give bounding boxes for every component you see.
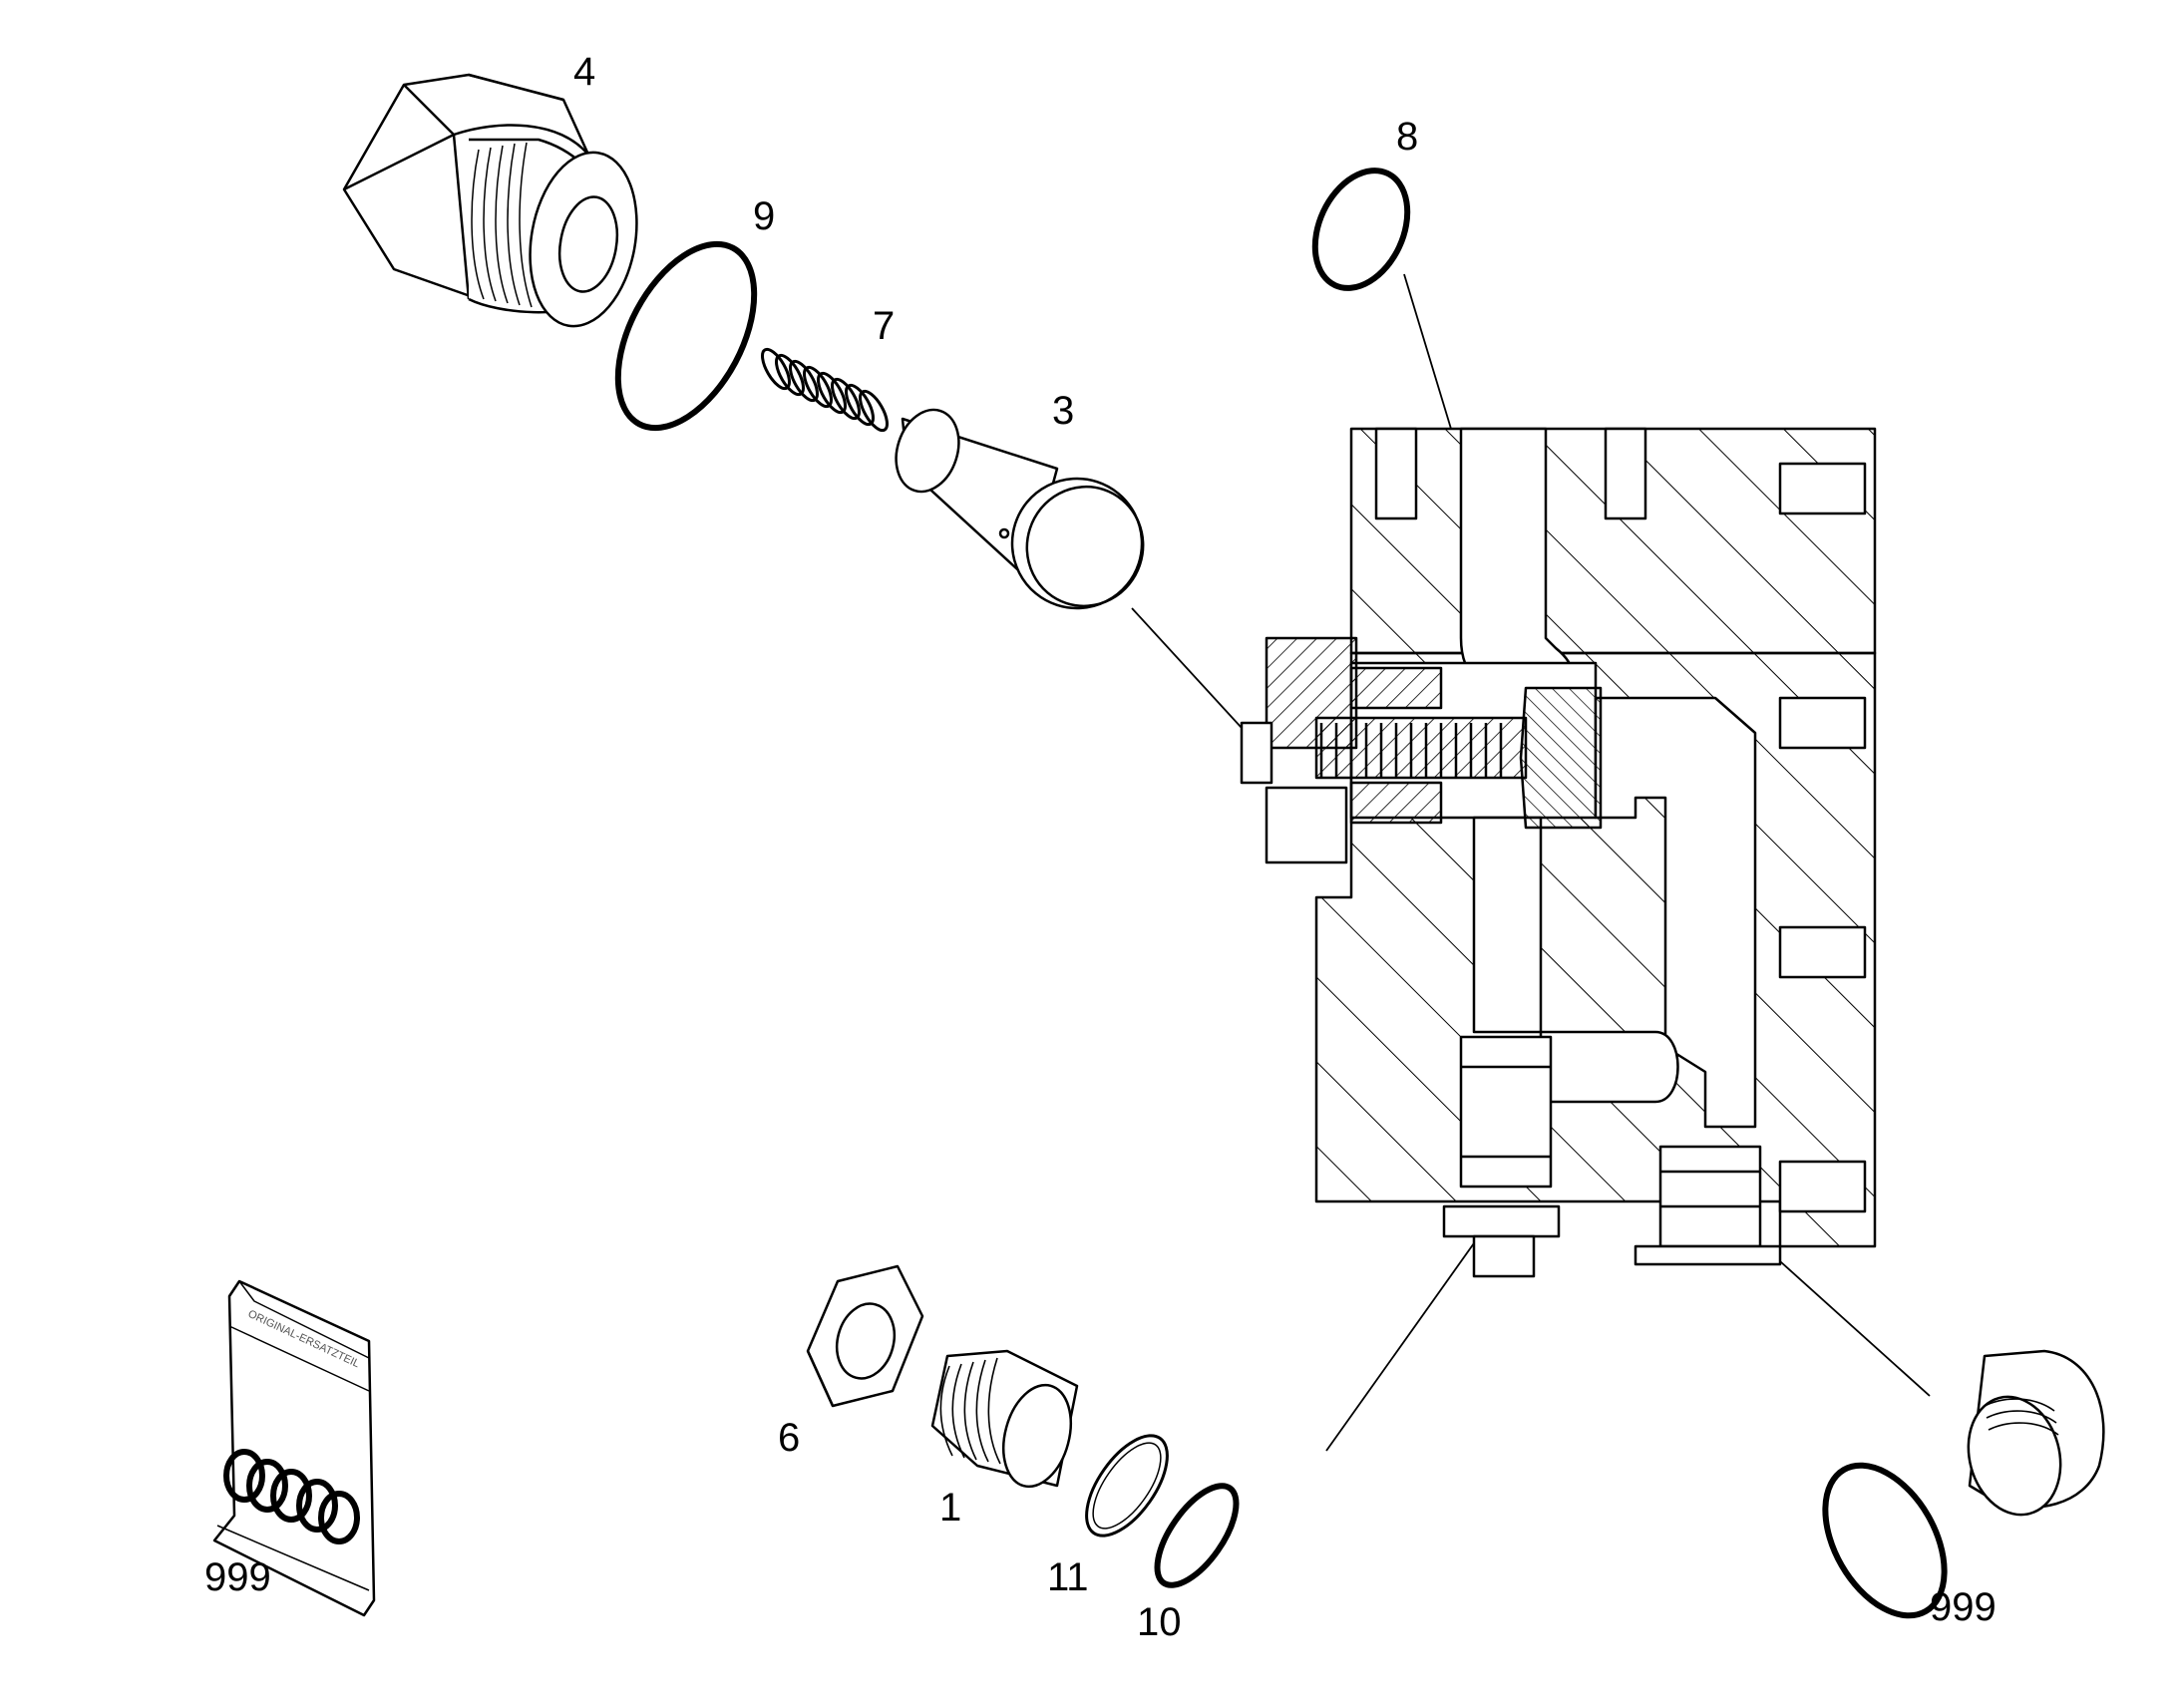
callout-1: 1	[939, 1486, 961, 1530]
callout-4: 4	[573, 50, 595, 94]
callout-999-left: 999	[204, 1555, 271, 1599]
part-999-o-ring	[1822, 1462, 1948, 1619]
callout-10: 10	[1137, 1600, 1182, 1644]
part-3-piston	[895, 408, 1145, 610]
part-999-kit-bag	[212, 1279, 376, 1617]
part-11-o-ring	[1085, 1434, 1169, 1537]
callout-6: 6	[778, 1416, 800, 1460]
callout-9: 9	[753, 194, 775, 238]
leader-lines	[1131, 273, 1931, 1452]
part-999-plug	[1967, 1349, 2105, 1517]
callout-8: 8	[1396, 115, 1418, 159]
callout-11: 11	[1047, 1555, 1089, 1599]
part-7-spring	[761, 347, 889, 433]
part-6-hex-nut	[806, 1264, 924, 1408]
part-1-fitting	[930, 1349, 1079, 1489]
callout-7: 7	[873, 304, 895, 348]
callout-999-right: 999	[1930, 1585, 1997, 1629]
part-8-o-ring	[1311, 168, 1411, 291]
valve-body-section	[1240, 427, 1877, 1278]
callout-3: 3	[1052, 389, 1074, 433]
part-10-o-ring	[1154, 1483, 1240, 1588]
part-4-hex-plug	[342, 73, 638, 328]
callouts: 4 9 7 3 8 6 1 11 10 999 999	[204, 50, 1997, 1644]
part-9-o-ring	[614, 240, 758, 432]
